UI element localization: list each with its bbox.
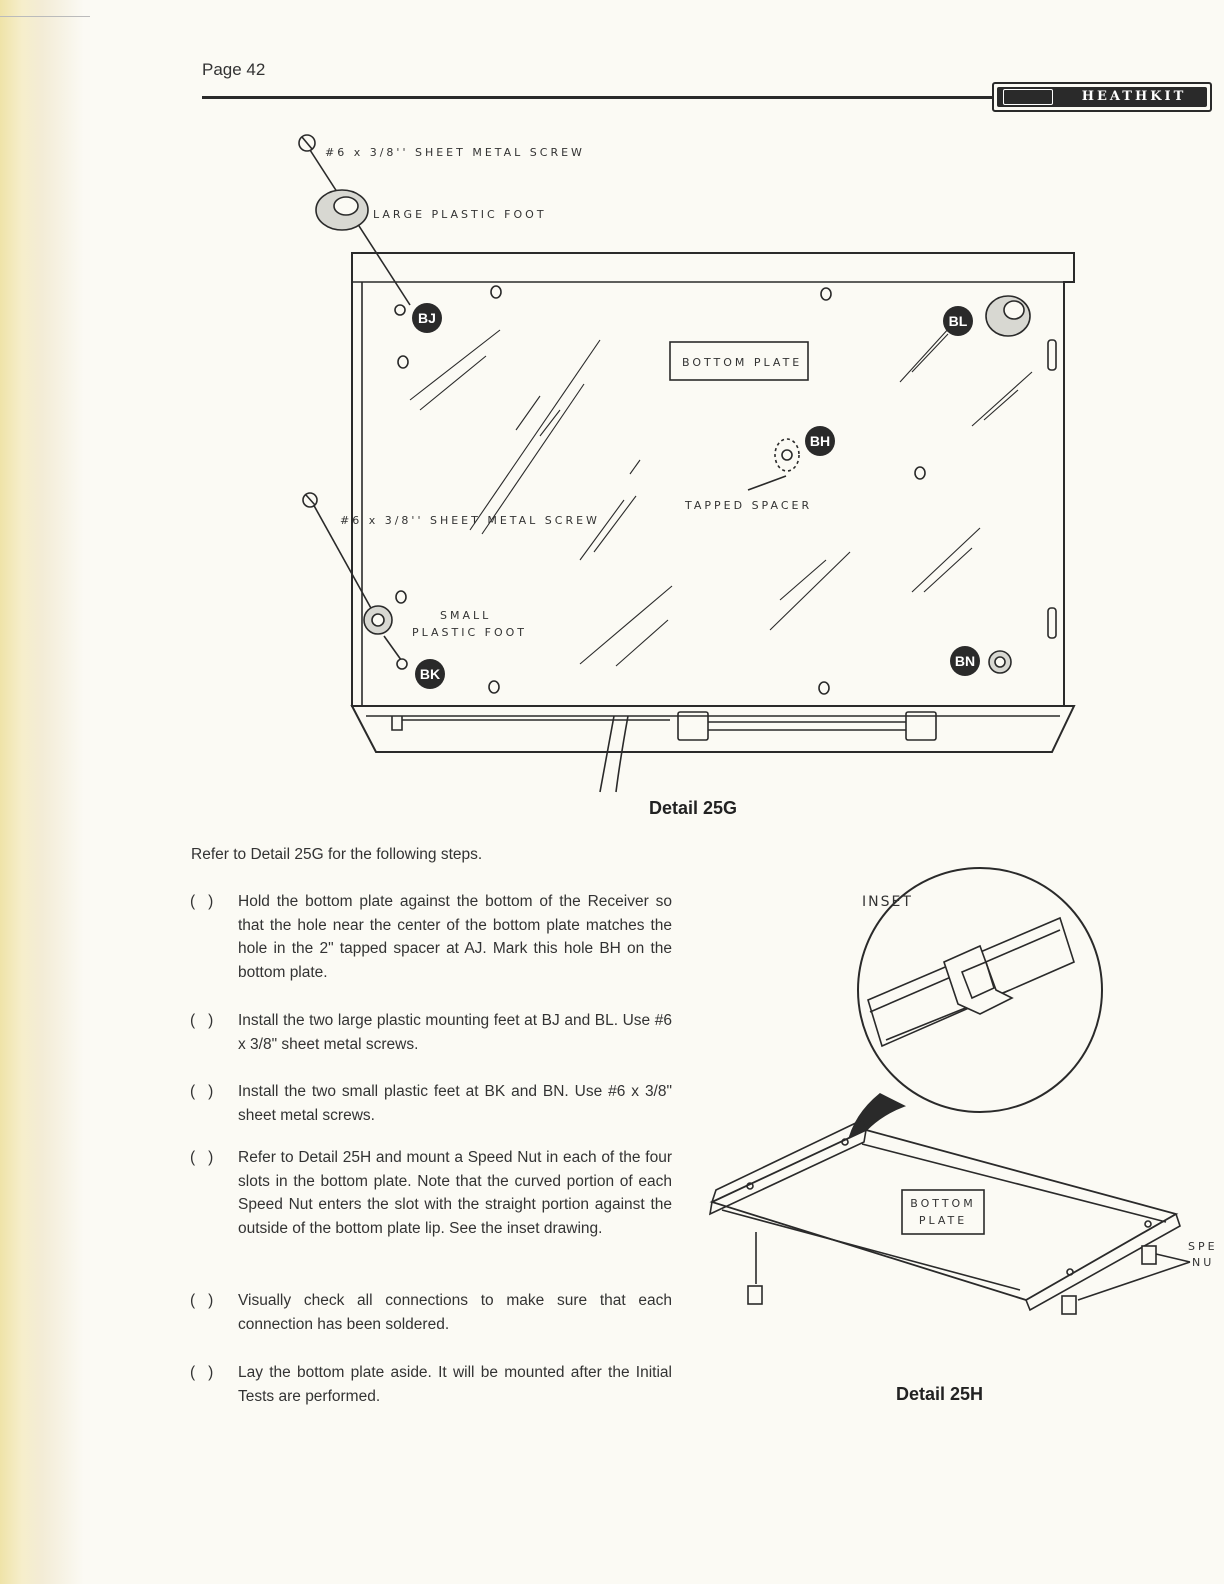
- header-rule: [202, 96, 992, 99]
- logo-text: HEATHKIT: [1081, 89, 1187, 104]
- label-speed-nut-1: SPE: [1188, 1240, 1218, 1253]
- label-large-foot: LARGE PLASTIC FOOT: [373, 208, 547, 221]
- step-checkbox[interactable]: ( ): [190, 1083, 214, 1100]
- step-checkbox[interactable]: ( ): [190, 1012, 214, 1029]
- label-inset: INSET: [862, 894, 913, 910]
- step-text: Install the two small plastic feet at BK…: [238, 1083, 672, 1124]
- marker-bl: BL: [943, 306, 973, 336]
- label-small-foot-2: PLASTIC FOOT: [412, 626, 527, 639]
- page-number: Page 42: [202, 60, 266, 79]
- svg-text:BL: BL: [949, 313, 968, 329]
- label-plate-1: BOTTOM: [910, 1197, 975, 1210]
- heathkit-logo: HEATHKIT: [992, 82, 1212, 112]
- svg-text:BK: BK: [420, 666, 440, 682]
- svg-text:BJ: BJ: [418, 310, 436, 326]
- label-plate-2: PLATE: [919, 1214, 967, 1227]
- step-text: Lay the bottom plate aside. It will be m…: [238, 1364, 672, 1405]
- svg-text:BN: BN: [955, 653, 975, 669]
- step-text: Install the two large plastic mounting f…: [238, 1012, 672, 1053]
- label-screw-left: #6 x 3/8'' SHEET METAL SCREW: [340, 514, 600, 527]
- instructions-intro: Refer to Detail 25G for the following st…: [191, 846, 483, 863]
- label-bottom-plate: BOTTOM PLATE: [682, 356, 802, 369]
- detail-25g-drawing: BJ BL BH BK BN #6 x 3/8'' SHEET METAL SC…: [298, 134, 1076, 793]
- step-text: Refer to Detail 25H and mount a Speed Nu…: [238, 1149, 672, 1237]
- marker-bh: BH: [805, 426, 835, 456]
- svg-text:BH: BH: [810, 433, 830, 449]
- step-checkbox[interactable]: ( ): [190, 893, 214, 910]
- label-speed-nut-2: NU: [1192, 1256, 1214, 1269]
- binding-line: [0, 0, 90, 17]
- marker-bn: BN: [950, 646, 980, 676]
- step-checkbox[interactable]: ( ): [190, 1292, 214, 1309]
- step-checkbox[interactable]: ( ): [190, 1149, 214, 1166]
- label-small-foot-1: SMALL: [440, 609, 491, 622]
- label-screw-top: #6 x 3/8'' SHEET METAL SCREW: [325, 146, 585, 159]
- step-text: Visually check all connections to make s…: [238, 1292, 672, 1333]
- page-binding-edge: [0, 0, 84, 1584]
- step-text: Hold the bottom plate against the bottom…: [238, 893, 672, 981]
- marker-bj: BJ: [412, 303, 442, 333]
- step-checkbox[interactable]: ( ): [190, 1364, 214, 1381]
- caption-detail-25h: Detail 25H: [896, 1384, 984, 1404]
- marker-bk: BK: [415, 659, 445, 689]
- logo-emblem-icon: [1003, 89, 1053, 105]
- caption-detail-25g: Detail 25G: [649, 798, 738, 818]
- label-tapped-spacer: TAPPED SPACER: [684, 499, 812, 512]
